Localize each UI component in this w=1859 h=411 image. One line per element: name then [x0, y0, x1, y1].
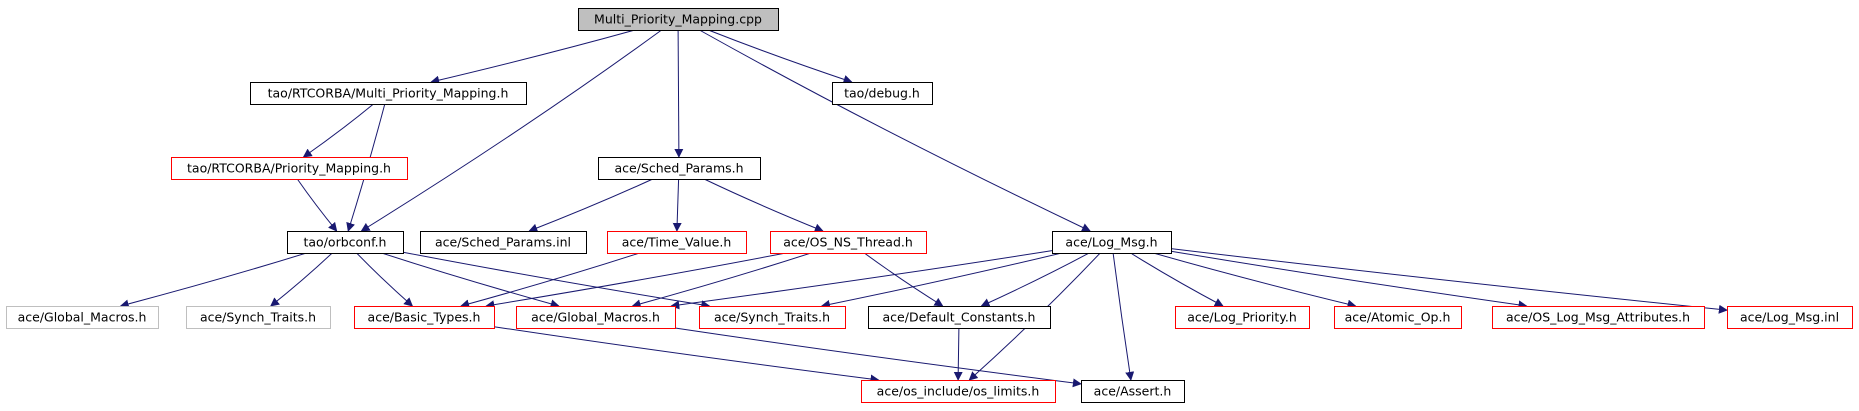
node-ace-global-macros-h[interactable]: ace/Global_Macros.h: [6, 306, 159, 329]
edge-root-to-sched: [674, 29, 684, 158]
edge-logmsg-to-assert: [1112, 252, 1135, 381]
node-ace-global-macros-h[interactable]: ace/Global_Macros.h: [516, 306, 676, 329]
node-label: ace/Log_Msg.inl: [1740, 310, 1839, 325]
node-label: ace/Log_Msg.h: [1065, 235, 1157, 250]
node-tao-orbconf-h[interactable]: tao/orbconf.h: [287, 231, 404, 254]
node-ace-synch-traits-h[interactable]: ace/Synch_Traits.h: [699, 306, 846, 329]
node-label: ace/Basic_Types.h: [368, 310, 481, 325]
node-ace-log-priority-h[interactable]: ace/Log_Priority.h: [1175, 306, 1310, 329]
node-box: [186, 306, 331, 329]
node-label: ace/Atomic_Op.h: [1345, 310, 1451, 325]
edges-layer: [119, 29, 1728, 388]
edge-osns-to-defconst: [864, 252, 944, 307]
edge-logmsg-to-synch: [820, 252, 1062, 309]
node-ace-log-msg-h[interactable]: ace/Log_Msg.h: [1052, 231, 1172, 254]
node-label: ace/Global_Macros.h: [18, 310, 147, 325]
node-label: tao/debug.h: [844, 86, 920, 101]
edge-logmsg-to-atomic: [1153, 252, 1357, 309]
node-box: [250, 82, 527, 105]
node-box: [6, 306, 159, 329]
node-multi-priority-mapping-cpp[interactable]: Multi_Priority_Mapping.cpp: [578, 8, 779, 31]
edge-basictypes-to-oslimits: [493, 326, 880, 384]
edge-osns-to-gmacros: [631, 252, 812, 309]
edge-logmsg-to-logprio: [1130, 252, 1224, 307]
node-box: [578, 8, 779, 31]
edge-logmsg-to-gmacros: [670, 250, 1053, 310]
edge-gmacros-to-assert: [674, 327, 1082, 388]
edge-root-to-debug: [708, 29, 853, 84]
edge-orbconf-to-synch-gray: [270, 252, 333, 307]
node-tao-debug-h[interactable]: tao/debug.h: [832, 82, 933, 105]
node-label: Multi_Priority_Mapping.cpp: [594, 12, 762, 27]
node-label: ace/Sched_Params.h: [614, 161, 743, 176]
edge-orbconf-to-gmacros-gray: [119, 252, 307, 309]
node-label: tao/orbconf.h: [304, 235, 387, 250]
node-box: [832, 82, 933, 105]
node-box: [287, 231, 404, 254]
node-ace-basic-types-h[interactable]: ace/Basic_Types.h: [354, 306, 495, 329]
node-box: [770, 231, 927, 254]
node-label: ace/Default_Constants.h: [883, 310, 1036, 325]
edge-orbconf-to-synch: [402, 251, 711, 310]
node-label: ace/os_include/os_limits.h: [877, 384, 1040, 399]
node-label: ace/Global_Macros.h: [531, 310, 660, 325]
node-ace-sched-params-h[interactable]: ace/Sched_Params.h: [598, 157, 761, 180]
node-label: ace/OS_NS_Thread.h: [783, 235, 913, 250]
edge-root-to-mpm: [430, 29, 636, 85]
edge-timevalue-to-basictypes: [460, 252, 640, 309]
node-ace-atomic-op-h[interactable]: ace/Atomic_Op.h: [1334, 306, 1462, 329]
node-box: [354, 306, 495, 329]
node-tao-rtcorba-priority-mapping-h[interactable]: tao/RTCORBA/Priority_Mapping.h: [171, 157, 408, 180]
node-box: [420, 231, 587, 254]
node-box: [607, 231, 747, 254]
node-box: [1492, 306, 1705, 329]
node-ace-default-constants-h[interactable]: ace/Default_Constants.h: [868, 306, 1051, 329]
node-ace-sched-params-inl[interactable]: ace/Sched_Params.inl: [420, 231, 587, 254]
node-ace-os-ns-thread-h[interactable]: ace/OS_NS_Thread.h: [770, 231, 927, 254]
edge-root-to-logmsg: [699, 29, 1091, 232]
node-ace-os-include-os-limits-h[interactable]: ace/os_include/os_limits.h: [861, 380, 1056, 403]
node-box: [171, 157, 408, 180]
edge-pm-to-orbconf: [296, 178, 338, 232]
node-box: [1334, 306, 1462, 329]
edge-logmsg-to-defconst: [980, 252, 1090, 307]
edge-osns-to-basictypes: [485, 252, 786, 310]
node-box: [1727, 306, 1853, 329]
edge-root-to-orbconf: [360, 29, 662, 232]
node-label: ace/OS_Log_Msg_Attributes.h: [1506, 310, 1690, 325]
edge-sched-to-timevalue: [672, 178, 682, 232]
node-box: [516, 306, 676, 329]
node-box: [1052, 231, 1172, 254]
node-label: ace/Sched_Params.inl: [435, 235, 571, 250]
node-label: ace/Time_Value.h: [622, 235, 732, 250]
node-box: [699, 306, 846, 329]
node-ace-os-log-msg-attributes-h[interactable]: ace/OS_Log_Msg_Attributes.h: [1492, 306, 1705, 329]
node-ace-log-msg-inl[interactable]: ace/Log_Msg.inl: [1727, 306, 1853, 329]
node-ace-assert-h[interactable]: ace/Assert.h: [1081, 380, 1185, 403]
node-label: tao/RTCORBA/Multi_Priority_Mapping.h: [268, 86, 509, 101]
node-box: [598, 157, 761, 180]
node-label: ace/Synch_Traits.h: [714, 310, 830, 325]
edge-orbconf-to-gmacros: [381, 252, 560, 309]
edge-logmsg-to-logmsginl: [1170, 248, 1728, 314]
nodes-layer: Multi_Priority_Mapping.cpp tao/RTCORBA/Mu…: [6, 8, 1853, 403]
edge-logmsg-to-oslogattr: [1170, 250, 1528, 310]
node-tao-rtcorba-multi-priority-mapping-h[interactable]: tao/RTCORBA/Multi_Priority_Mapping.h: [250, 82, 527, 105]
node-box: [1081, 380, 1185, 403]
node-box: [868, 306, 1051, 329]
edge-defconst-to-oslimits: [953, 327, 963, 381]
edge-sched-to-osns: [703, 178, 824, 233]
edge-sched-to-schedinl: [528, 178, 654, 233]
node-ace-time-value-h[interactable]: ace/Time_Value.h: [607, 231, 747, 254]
edge-orbconf-to-basictypes: [356, 252, 414, 307]
node-box: [1175, 306, 1310, 329]
node-label: ace/Synch_Traits.h: [200, 310, 316, 325]
node-label: ace/Assert.h: [1094, 384, 1172, 399]
edge-mpm-to-pm: [302, 103, 374, 158]
node-ace-synch-traits-h[interactable]: ace/Synch_Traits.h: [186, 306, 331, 329]
node-box: [861, 380, 1056, 403]
node-label: ace/Log_Priority.h: [1187, 310, 1297, 325]
node-label: tao/RTCORBA/Priority_Mapping.h: [187, 161, 391, 176]
